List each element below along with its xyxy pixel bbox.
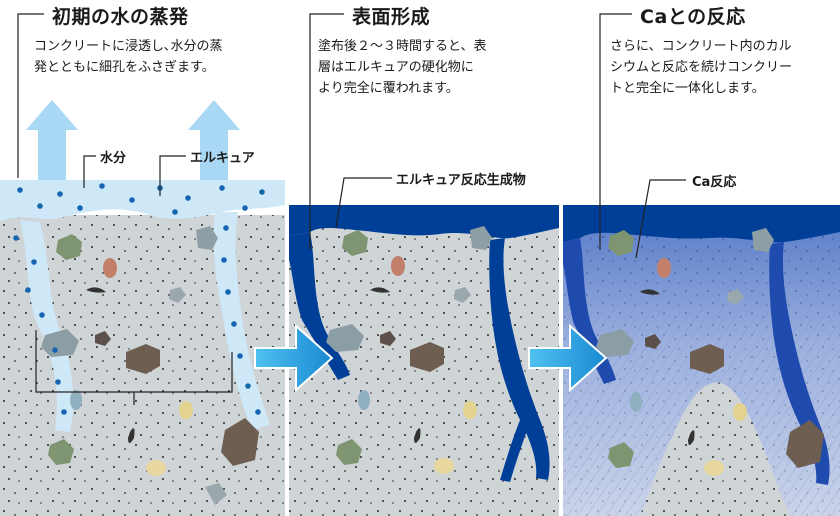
panel-3-desc-line-2: シウムと反応を続けコンクリー [610, 57, 792, 78]
panel-3-desc-line-3: トと完全に一体化します。 [610, 78, 792, 99]
label-water: 水分 [100, 147, 126, 166]
vapor-arrow-left [26, 100, 78, 180]
panel-2-desc-line-3: より完全に覆われます。 [318, 78, 486, 99]
panel-2-description: 塗布後２〜３時間すると、表 層はエルキュアの硬化物に より完全に覆われます。 [318, 36, 486, 99]
panel-1-desc-line-2: 発とともに細孔をふさぎます。 [34, 57, 223, 78]
label-ca-reaction: Ca反応 [692, 171, 736, 190]
panel-1-desc-line-1: コンクリートに浸透し､水分の蒸 [34, 36, 223, 57]
label-elcure: エルキュア [190, 147, 255, 166]
panel-3-desc-line-1: さらに、コンクリート内のカル [610, 36, 792, 57]
panel-1-description: コンクリートに浸透し､水分の蒸 発とともに細孔をふさぎます。 [34, 36, 223, 78]
label-elcure-reaction-product: エルキュア反応生成物 [396, 169, 526, 188]
panel-1-title: 初期の水の蒸発 [52, 2, 189, 29]
panel-3-description: さらに、コンクリート内のカル シウムと反応を続けコンクリー トと完全に一体化しま… [610, 36, 792, 99]
panel-3-title: Caとの反応 [640, 2, 746, 29]
vapor-arrow-right [188, 100, 240, 180]
panel-2-desc-line-2: 層はエルキュアの硬化物に [318, 57, 486, 78]
panel-2-desc-line-1: 塗布後２〜３時間すると、表 [318, 36, 486, 57]
panel-2-title: 表面形成 [352, 2, 430, 29]
